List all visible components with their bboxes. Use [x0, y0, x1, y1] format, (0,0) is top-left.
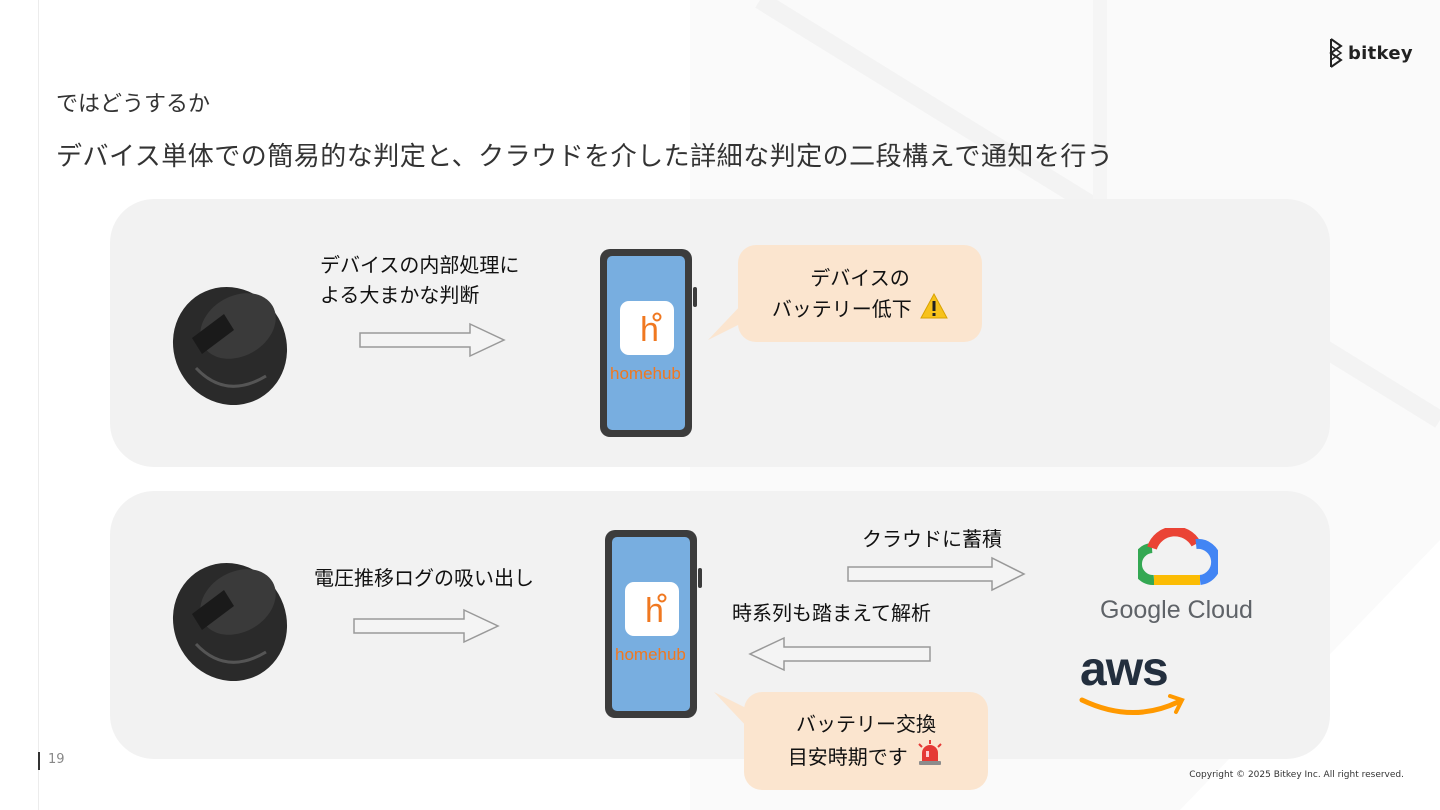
google-cloud-label: Google Cloud — [1100, 596, 1253, 624]
battery-low-notification-bubble: デバイスの バッテリー低下 — [738, 245, 982, 342]
smart-lock-device-icon — [172, 286, 288, 406]
siren-icon — [918, 740, 942, 765]
svg-text:h: h — [640, 311, 659, 349]
svg-text:h: h — [645, 592, 664, 630]
arrow-right-icon — [353, 608, 500, 644]
smart-lock-device-icon — [172, 562, 288, 682]
logo-text: bitkey — [1348, 42, 1413, 64]
speech-bubble-tail — [708, 302, 744, 340]
voltage-log-label: 電圧推移ログの吸い出し — [314, 566, 534, 590]
aws-smile-icon — [1079, 694, 1185, 715]
app-name-label: homehub — [610, 364, 681, 383]
slide-title: デバイス単体での簡易的な判定と、クラウドを介した詳細な判定の二段構えで通知を行う — [56, 142, 1114, 172]
aws-label: aws — [1080, 643, 1169, 696]
google-cloud-icon — [1138, 528, 1218, 585]
device-processing-label-line2: よる大まかな判断 — [320, 283, 480, 307]
copyright-notice: Copyright © 2025 Bitkey Inc. All right r… — [1189, 770, 1404, 780]
time-series-analysis-label: 時系列も踏まえて解析 — [732, 601, 931, 625]
bitkey-logo-icon — [1329, 38, 1343, 68]
cloud-upload-label: クラウドに蓄積 — [862, 527, 1002, 551]
battery-replacement-notification-bubble: バッテリー交換 目安時期です — [744, 692, 988, 790]
page-number: 19 — [48, 752, 65, 767]
warning-icon — [920, 292, 949, 318]
battery-replacement-line2: 目安時期です — [787, 745, 908, 769]
battery-low-line1: デバイスの — [810, 265, 910, 290]
smartphone-icon: h — [605, 530, 702, 718]
speech-bubble-tail — [714, 692, 750, 730]
arrow-right-icon — [359, 322, 506, 358]
smartphone-icon: h — [600, 249, 697, 437]
battery-replacement-line1: バッテリー交換 — [796, 712, 936, 736]
bitkey-logo: bitkey — [1328, 38, 1413, 68]
slide-subtitle: ではどうするか — [56, 92, 211, 117]
device-processing-label-line1: デバイスの内部処理に — [320, 253, 520, 277]
battery-replacement-line2-row: 目安時期です — [788, 739, 944, 772]
arrow-left-icon — [748, 636, 931, 672]
app-name-label: homehub — [615, 645, 686, 664]
left-margin-rule — [38, 0, 39, 810]
page-number-bar — [38, 752, 40, 770]
battery-low-line2-row: バッテリー低下 — [771, 292, 949, 324]
battery-low-line2: バッテリー低下 — [771, 296, 912, 321]
arrow-right-icon — [847, 556, 1026, 592]
device-processing-label: デバイスの内部処理に よる大まかな判断 — [320, 250, 519, 310]
